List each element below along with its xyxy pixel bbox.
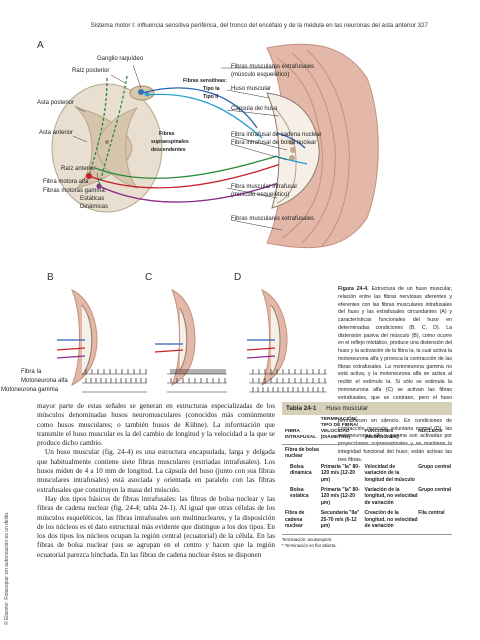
spindle-illustration [51, 43, 379, 249]
label-fibras-sensitivas: Fibras sensitivas: [183, 78, 227, 84]
figure-caption: Figura 24-4. Estructura de un huso muscu… [338, 286, 452, 464]
label-fibras: Fibras [159, 131, 175, 137]
spinal-cord-section [51, 83, 163, 213]
table-cell: Primaria "Ia" 80-120 m/s (12-20 μm) [320, 463, 360, 483]
table-cell: Creación de la longitud, no velocidad de… [364, 510, 418, 530]
panel-b-spindle [56, 288, 98, 387]
panel-label-b: B [47, 272, 54, 283]
table-footnote: Terminación: anuloespiral. [282, 537, 332, 543]
table-cell [418, 447, 452, 460]
table-row: Fibra de cadena nuclear Secundaria "IIa"… [282, 508, 452, 531]
table-cell: Variación de la longitud, no velocidad d… [364, 487, 418, 506]
label-ganglio: Ganglio raquídeo [97, 56, 144, 62]
running-header: Sistema motor I: influencia sensitiva pe… [90, 22, 428, 29]
table-title: Huso muscular [326, 405, 369, 412]
table-cell: Grupo central [418, 463, 452, 470]
label-asta-anterior: Asta anterior [39, 130, 74, 136]
label-huso: Huso muscular [231, 86, 272, 92]
table-cell: Fila central [418, 510, 445, 517]
table-cell: Fibra de bolsa nuclear [285, 447, 319, 460]
panels-bcd: B C D Fibra Ia Motoneurona alfa Motoneur… [1, 270, 332, 396]
table-footnote: * Terminación en flor abierta. [282, 542, 337, 548]
trace-label-ia: Fibra Ia [21, 369, 42, 375]
table-header: FUNCIONES (MEDICIONES) [364, 429, 399, 440]
label-intrafusal: Fibra muscular intrafusal [231, 184, 297, 190]
trace-label-alfa: Motoneurona alfa [21, 378, 68, 384]
side-note-text: © Elsevier. Fotocopiar sin autorización … [4, 511, 10, 625]
table-row: Bolsa dinámica Primaria "Ia" 80-120 m/s … [282, 462, 452, 485]
label-fibras-gamma: Fibras motoras gamma: [43, 188, 107, 194]
spindle-diagram: A Ganglio raquídeo Raíz posterior Asta p… [37, 38, 451, 253]
panel-label-d: D [234, 272, 242, 283]
table-cell: Velocidad de variación de la longitud de… [364, 463, 415, 483]
table-cell: Grupo central [418, 487, 452, 494]
paragraph-2: Un huso muscular (fig. 24-4) es una estr… [37, 448, 275, 494]
label-extrafusal-bottom: Fibras musculares extrafusales [231, 216, 315, 222]
table-24-1: Tabla 24-1 Huso muscular FIBRA INTRAFUSA… [282, 402, 452, 548]
paragraph-1: mayor parte de estas señales se generan … [37, 402, 275, 448]
panels-bcd-illustration [56, 288, 327, 393]
spike-traces [82, 373, 327, 393]
copyright-side-note: © Elsevier. Fotocopiar sin autorización … [4, 455, 18, 625]
panel-label-c: C [145, 272, 153, 283]
muscle-bundle [266, 43, 379, 249]
table-header: NÚCLEOS [418, 429, 443, 434]
table-cell: Bolsa estática [290, 487, 309, 500]
label-asta-posterior: Asta posterior [37, 100, 75, 106]
table-cell: Fibra de cadena nuclear [285, 510, 305, 530]
caption-text: Estructura de un huso muscular, relación… [338, 286, 452, 463]
label-cadena: Fibra intrafusal de cadena nuclear [231, 132, 322, 138]
table-row: Bolsa estática Primaria "Ia" 80-120 m/s … [282, 485, 452, 508]
table-header: TERMINACIÓN/ TIPO DE FIBRA/ VELOCIDAD (D… [320, 417, 359, 440]
table-cell [321, 447, 365, 460]
label-extrafusal-top: Fibras musculares extrafusales [231, 64, 315, 70]
table-cell [365, 447, 419, 460]
label-tipo-ia: Tipo Ia [203, 86, 220, 92]
table-footnotes: Terminación: anuloespiral. * Terminación… [282, 534, 452, 548]
table-header-row: FIBRA INTRAFUSAL TERMINACIÓN/ TIPO DE FI… [282, 415, 452, 445]
table-row: Fibra de bolsa nuclear [282, 445, 452, 462]
label-descendentes: descendentes [151, 147, 186, 153]
panel-c-spindle [154, 288, 196, 387]
table-cell: Bolsa dinámica [290, 463, 312, 477]
label-estaticas: Estáticas [80, 196, 105, 202]
table-title-bar: Tabla 24-1 Huso muscular [282, 402, 452, 415]
label-tipo-ii: Tipo II [203, 94, 219, 100]
table-number: Tabla 24-1 [286, 405, 317, 412]
label-fibra-alfa: Fibra motora alfa [43, 179, 89, 185]
paragraph-3: Hay dos tipos básicos de fibras intrafus… [37, 494, 275, 559]
label-capsula: Cápsula del huso [231, 106, 278, 112]
label-musculo-mid: (músculo esquelético) [231, 192, 290, 198]
label-supraespinales: supraespinales [151, 139, 189, 145]
table-header: FIBRA INTRAFUSAL [285, 429, 317, 440]
table-cell: Secundaria "IIa" 25-70 m/s (6-12 μm) [320, 510, 360, 530]
body-text: mayor parte de estas señales se generan … [37, 402, 275, 560]
label-dinamicas: Dinámicas [80, 204, 109, 210]
label-musculo-top: (músculo esquelético) [231, 72, 290, 78]
caption-lead: Figura 24-4. [338, 286, 369, 292]
table-cell: Primaria "Ia" 80-120 m/s (12-20 μm) [320, 487, 360, 506]
panel-d-spindle [246, 288, 288, 387]
label-raiz-anterior: Raíz anterior [61, 166, 96, 172]
label-raiz-posterior: Raíz posterior [72, 68, 110, 74]
trace-label-gamma: Motoneurona gamma [1, 387, 59, 393]
label-bolsa: Fibra intrafusal de bolsa nuclear [231, 140, 317, 146]
panel-label-a: A [37, 40, 44, 51]
